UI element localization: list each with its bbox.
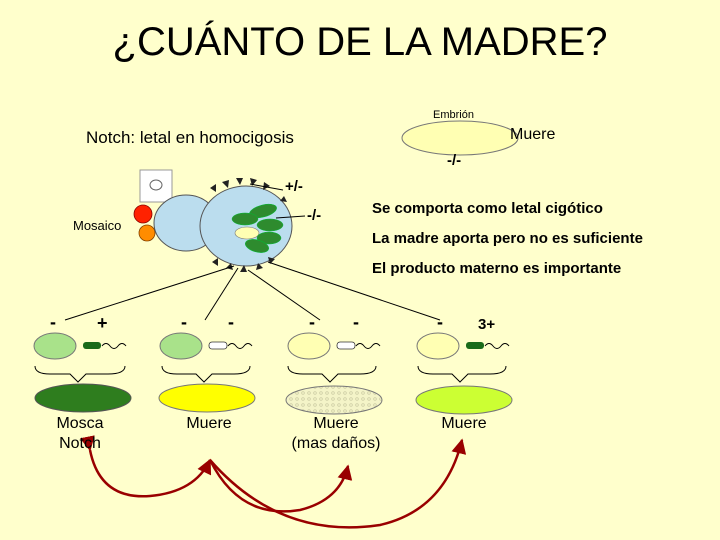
cross-2-mother-allele: -	[181, 312, 187, 332]
pointer-clone	[275, 215, 306, 219]
fan-lines	[64, 261, 441, 321]
offspring-embryo	[415, 385, 513, 415]
clone-cell-5	[256, 231, 282, 245]
offspring-embryo	[34, 383, 132, 413]
cross-4-mother-allele: -	[437, 312, 443, 332]
embryo-shape	[401, 120, 519, 156]
arrow-1-2	[79, 435, 212, 498]
arrow-2-4	[209, 438, 467, 529]
clone-cell-2	[231, 212, 259, 226]
embryo-fate-label: Muere	[510, 126, 556, 143]
statement-3: El producto materno es importante	[372, 260, 622, 277]
sperm-head	[208, 341, 228, 350]
clone-cell-6	[245, 239, 269, 253]
cross-4-result: Muere	[441, 415, 487, 432]
sperm-head	[466, 342, 484, 349]
pointer-top	[249, 183, 284, 191]
cross-2-father-allele: -	[228, 312, 234, 332]
mosaic-label: Mosaico	[73, 218, 122, 233]
follicle-cells	[210, 178, 287, 272]
notch-note: Notch: letal en homocigosis	[86, 128, 294, 147]
cross-2	[158, 332, 256, 413]
cross-1-father-allele: +	[97, 313, 108, 333]
mosaic-cell-orange	[138, 224, 156, 242]
brace	[287, 365, 377, 383]
sperm-tail	[355, 343, 381, 349]
comparison-arrows	[79, 435, 467, 529]
genotype-clone: -/-	[307, 207, 322, 224]
cross-3-father-allele: -	[353, 312, 359, 332]
offspring-embryo	[158, 383, 256, 413]
brace	[34, 365, 126, 383]
genotype-heterozygous: +/-	[285, 178, 303, 195]
brace	[161, 365, 251, 383]
cross-3	[285, 332, 383, 415]
embryo-label: Embrión	[433, 109, 474, 121]
germline-stem-cell	[149, 179, 163, 191]
embryo-genotype: -/-	[447, 152, 462, 169]
egg	[416, 332, 460, 360]
egg	[287, 332, 331, 360]
statement-2: La madre aporta pero no es suficiente	[372, 230, 643, 247]
cross-4-father-allele: 3+	[478, 316, 496, 333]
cross-1-mother-allele: -	[50, 312, 56, 332]
statement-1: Se comporta como letal cigótico	[372, 200, 603, 217]
germarium-box	[139, 169, 173, 203]
cross-4	[415, 332, 513, 415]
cross-3-result: Muere (mas daños)	[291, 415, 381, 452]
brace	[417, 365, 507, 383]
cross-1	[33, 332, 132, 413]
slide-title: ¿CUÁNTO DE LA MADRE?	[112, 20, 608, 64]
egg	[33, 332, 77, 360]
sperm-tail	[101, 343, 127, 349]
offspring-embryo	[285, 385, 383, 415]
arrow-2-3	[208, 459, 353, 513]
mosaic-cell-red	[133, 204, 153, 224]
sperm-head	[336, 341, 356, 350]
cross-3-mother-allele: -	[309, 312, 315, 332]
sperm-head	[83, 342, 101, 349]
cross-1-result: Mosca Notch	[56, 415, 104, 452]
sperm-tail	[227, 343, 253, 349]
ovary-structure	[133, 169, 293, 272]
clone-cell-3	[256, 218, 284, 232]
clone-cell-4	[234, 226, 260, 240]
cross-2-result: Muere	[186, 415, 232, 432]
egg	[159, 332, 203, 360]
sperm-tail	[484, 343, 510, 349]
